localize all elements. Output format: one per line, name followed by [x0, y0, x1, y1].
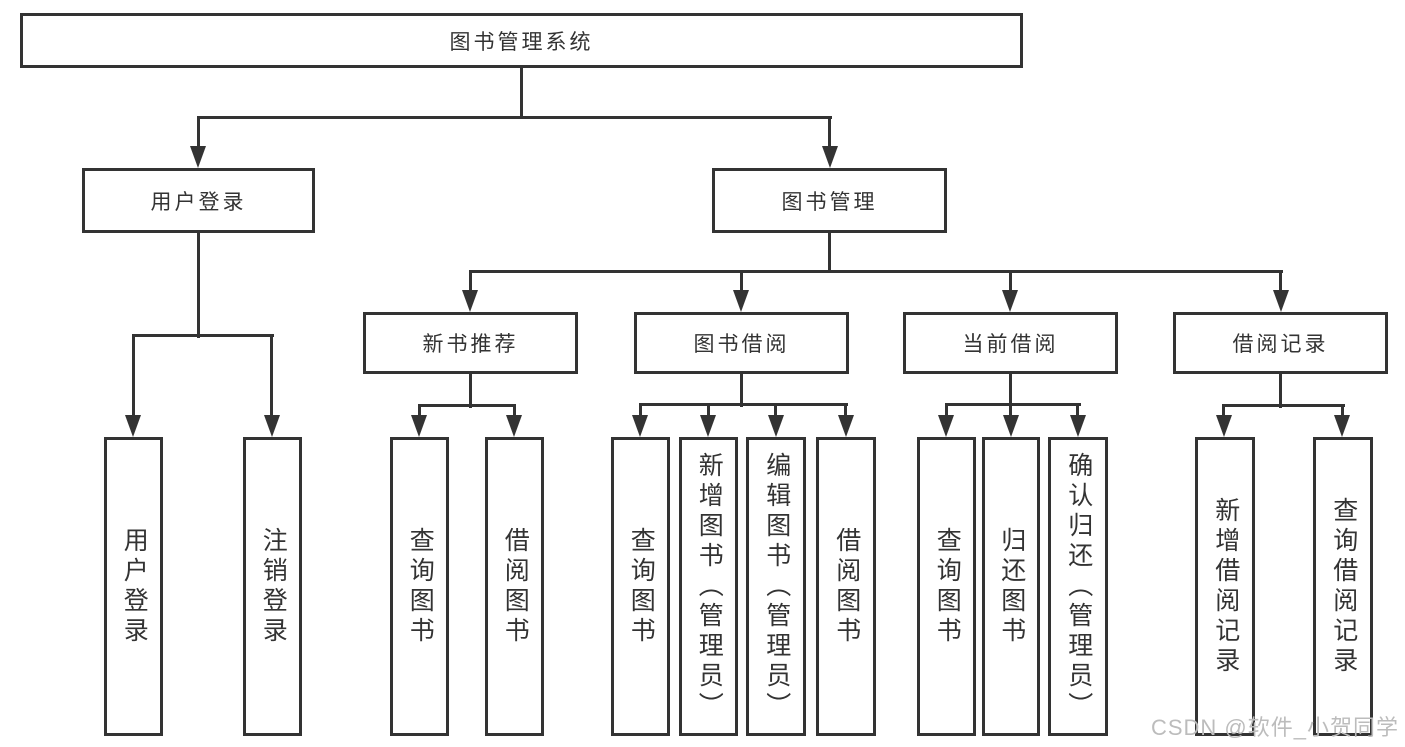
leaf-recommend-query-books: 查询图书: [390, 437, 449, 736]
edge-book-mgmt-drop-2: [740, 270, 743, 296]
node-user-login: 用户登录: [82, 168, 315, 233]
arrowhead-to-current-query: [938, 415, 954, 437]
edge-recommend-rail: [418, 404, 516, 407]
edge-records-stem: [1279, 374, 1282, 408]
edge-recommend-stem: [469, 374, 472, 408]
edge-borrow-drop-1: [639, 403, 642, 421]
node-label: 新书推荐: [422, 333, 519, 356]
edge-book-mgmt-drop-3: [1009, 270, 1012, 296]
edge-user-login-rail: [132, 334, 274, 337]
edge-borrow-rail: [639, 403, 848, 406]
arrowhead-to-book-management: [822, 146, 838, 168]
edge-root-drop-left: [197, 116, 200, 152]
node-label: 图书管理系统: [449, 30, 594, 54]
edge-root-drop-right: [828, 116, 831, 152]
leaf-current-return-books: 归还图书: [982, 437, 1040, 736]
arrowhead-to-records-add: [1216, 415, 1232, 437]
arrowhead-to-current-borrow: [1002, 290, 1018, 312]
leaf-borrow-add-books-admin: 新增图书（管理员）: [679, 437, 738, 736]
edge-book-mgmt-drop-4: [1279, 270, 1282, 296]
arrowhead-to-borrow-edit: [768, 415, 784, 437]
leaf-label: 新增图书（管理员）: [695, 451, 724, 722]
edge-records-drop-1: [1222, 404, 1225, 421]
edge-book-mgmt-stem: [828, 233, 831, 273]
edge-current-drop-2: [1009, 403, 1012, 421]
edge-book-mgmt-rail: [469, 270, 1283, 273]
node-label: 当前借阅: [962, 333, 1059, 356]
arrowhead-to-current-confirm: [1070, 415, 1086, 437]
leaf-label: 查询图书: [627, 526, 656, 647]
node-label: 图书借阅: [693, 333, 790, 356]
node-library-management-system: 图书管理系统: [20, 13, 1023, 68]
arrowhead-to-current-return: [1003, 415, 1019, 437]
arrowhead-to-borrow-query: [632, 415, 648, 437]
leaf-label: 编辑图书（管理员）: [762, 451, 791, 722]
leaf-label: 用户登录: [120, 526, 149, 647]
edge-recommend-drop-2: [513, 404, 516, 421]
node-book-borrow: 图书借阅: [634, 312, 849, 374]
node-label: 图书管理: [781, 190, 878, 214]
leaf-user-login: 用户登录: [104, 437, 163, 736]
arrowhead-to-leaf-logout: [264, 415, 280, 437]
arrowhead-to-user-login: [190, 146, 206, 168]
leaf-label: 新增借阅记录: [1211, 496, 1240, 677]
edge-borrow-drop-4: [844, 403, 847, 421]
edge-recommend-drop-1: [418, 404, 421, 421]
leaf-label: 确认归还（管理员）: [1064, 451, 1093, 722]
leaf-borrow-borrow-books: 借阅图书: [816, 437, 876, 736]
leaf-label: 查询图书: [933, 526, 962, 647]
edge-root-stem: [520, 68, 523, 119]
leaf-label: 借阅图书: [832, 526, 861, 647]
csdn-watermark: CSDN @软件_小贺同学: [1150, 715, 1399, 740]
edge-user-login-drop-2: [270, 334, 273, 421]
edge-records-rail: [1222, 404, 1345, 407]
node-current-borrow: 当前借阅: [903, 312, 1118, 374]
node-book-management: 图书管理: [712, 168, 947, 233]
leaf-current-confirm-return-admin: 确认归还（管理员）: [1048, 437, 1108, 736]
arrowhead-to-recommend-borrow: [506, 415, 522, 437]
node-borrow-records: 借阅记录: [1173, 312, 1388, 374]
leaf-current-query-books: 查询图书: [917, 437, 976, 736]
arrowhead-to-book-borrow: [733, 290, 749, 312]
leaf-records-add-record: 新增借阅记录: [1195, 437, 1255, 736]
edge-current-stem: [1009, 374, 1012, 407]
leaf-label: 查询借阅记录: [1329, 496, 1358, 677]
leaf-label: 借阅图书: [501, 526, 530, 647]
edge-user-login-stem: [197, 233, 200, 338]
arrowhead-to-new-book-recommend: [462, 290, 478, 312]
arrowhead-to-leaf-user-login: [125, 415, 141, 437]
edge-book-mgmt-drop-1: [469, 270, 472, 296]
leaf-logout-login: 注销登录: [243, 437, 302, 736]
leaf-label: 查询图书: [406, 526, 435, 647]
leaf-borrow-edit-books-admin: 编辑图书（管理员）: [746, 437, 806, 736]
arrowhead-to-borrow-records: [1273, 290, 1289, 312]
edge-user-login-drop-1: [132, 334, 135, 421]
edge-current-rail: [945, 403, 1081, 406]
node-new-book-recommend: 新书推荐: [363, 312, 578, 374]
edge-borrow-stem: [740, 374, 743, 407]
node-label: 借阅记录: [1232, 333, 1329, 356]
arrowhead-to-borrow-borrow: [838, 415, 854, 437]
leaf-records-query-record: 查询借阅记录: [1313, 437, 1373, 736]
arrowhead-to-records-query: [1334, 415, 1350, 437]
arrowhead-to-recommend-query: [411, 415, 427, 437]
edge-borrow-drop-2: [707, 403, 710, 421]
leaf-label: 注销登录: [259, 526, 288, 647]
node-label: 用户登录: [150, 190, 247, 214]
edge-current-drop-3: [1076, 403, 1079, 421]
leaf-recommend-borrow-books: 借阅图书: [485, 437, 544, 736]
arrowhead-to-borrow-add: [700, 415, 716, 437]
leaf-label: 归还图书: [997, 526, 1026, 647]
edge-records-drop-2: [1341, 404, 1344, 421]
edge-root-rail: [197, 116, 832, 119]
leaf-borrow-query-books: 查询图书: [611, 437, 670, 736]
edge-borrow-drop-3: [774, 403, 777, 421]
edge-current-drop-1: [945, 403, 948, 421]
